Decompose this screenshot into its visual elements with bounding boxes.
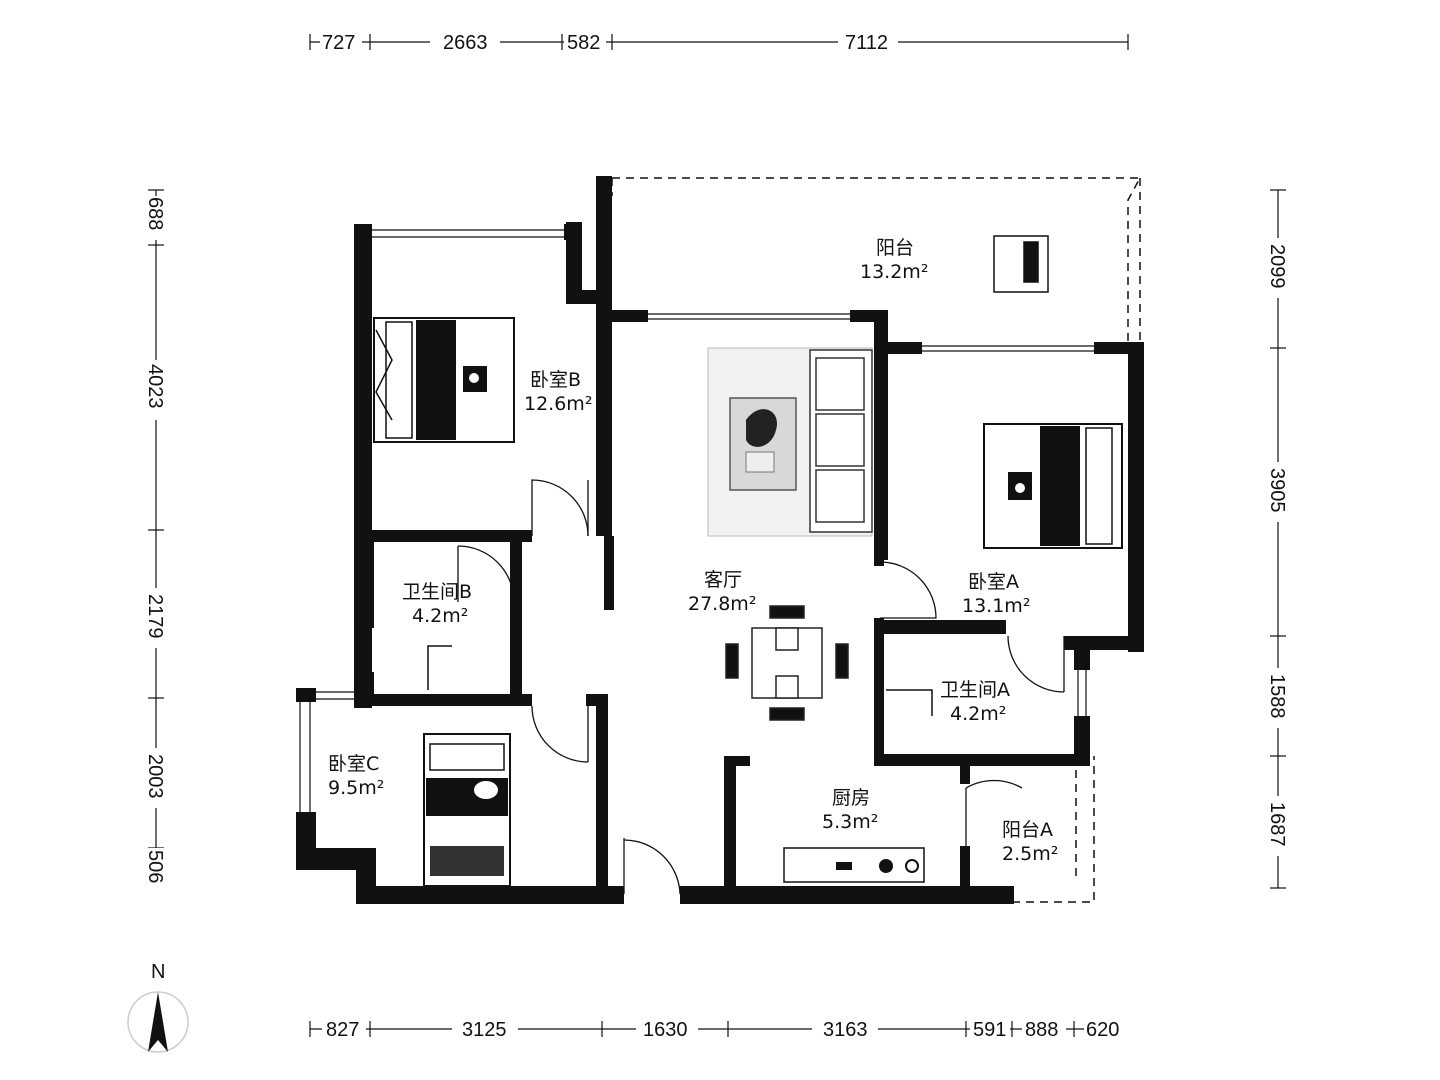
- room-area-living-room: 27.8m²: [688, 593, 756, 615]
- dim-right-3: 1588: [1266, 674, 1288, 719]
- toilet-b-icon: [427, 645, 452, 690]
- bed-a-icon: [983, 423, 1123, 549]
- room-label-kitchen: 厨房: [832, 787, 870, 809]
- dim-bottom-2: 3125: [462, 1019, 507, 1041]
- dim-top-2: 2663: [443, 32, 488, 54]
- room-area-bedroom-b: 12.6m²: [524, 393, 592, 415]
- dim-left-4: 2003: [144, 754, 166, 799]
- dim-top-3: 582: [567, 32, 600, 54]
- bed-c-icon: [423, 733, 511, 887]
- room-area-bedroom-a: 13.1m²: [962, 595, 1030, 617]
- balcony-a-outline: [1012, 756, 1095, 903]
- toilet-a-icon: [886, 689, 933, 716]
- room-area-bathroom-b: 4.2m²: [412, 605, 468, 627]
- room-label-bedroom-a: 卧室A: [968, 571, 1019, 593]
- dimension-lines-right: [1270, 189, 1286, 889]
- dim-bottom-7: 620: [1086, 1019, 1119, 1041]
- dim-bottom-4: 3163: [823, 1019, 868, 1041]
- compass-icon: [127, 991, 189, 1053]
- dim-top-4: 7112: [845, 32, 888, 54]
- compass-north-label: N: [151, 961, 165, 983]
- dim-bottom-6: 888: [1025, 1019, 1058, 1041]
- room-label-balcony-a: 阳台A: [1002, 819, 1053, 841]
- dim-bottom-1: 827: [326, 1019, 359, 1041]
- room-area-balcony-a: 2.5m²: [1002, 843, 1058, 865]
- bed-b-icon: [373, 317, 515, 443]
- room-area-bathroom-a: 4.2m²: [950, 703, 1006, 725]
- dim-right-4: 1687: [1266, 802, 1288, 847]
- windows: [299, 229, 1094, 812]
- room-label-balcony: 阳台: [876, 237, 914, 259]
- room-label-living-room: 客厅: [704, 569, 742, 591]
- room-label-bedroom-b: 卧室B: [530, 369, 581, 391]
- dim-left-3: 2179: [144, 594, 166, 639]
- room-area-kitchen: 5.3m²: [822, 811, 878, 833]
- dining-table-icon: [725, 605, 849, 721]
- dim-bottom-3: 1630: [643, 1019, 688, 1041]
- stove-icon: [783, 847, 925, 883]
- dim-bottom-5: 591: [973, 1019, 1006, 1041]
- dim-top-1: 727: [322, 32, 355, 54]
- room-area-balcony: 13.2m²: [860, 261, 928, 283]
- dim-right-2: 3905: [1266, 468, 1288, 513]
- room-label-bathroom-a: 卫生间A: [940, 679, 1010, 701]
- dim-left-1: 688: [144, 197, 166, 230]
- doors: [457, 479, 1065, 895]
- room-area-bedroom-c: 9.5m²: [328, 777, 384, 799]
- armchair-icon: [993, 235, 1049, 293]
- dim-right-1: 2099: [1266, 244, 1288, 289]
- dim-left-5: 506: [144, 850, 166, 883]
- room-label-bathroom-b: 卫生间B: [402, 581, 472, 603]
- sofa-icon: [809, 349, 873, 533]
- room-label-bedroom-c: 卧室C: [328, 753, 379, 775]
- dim-left-2: 4023: [144, 364, 166, 409]
- walls: [296, 176, 1144, 904]
